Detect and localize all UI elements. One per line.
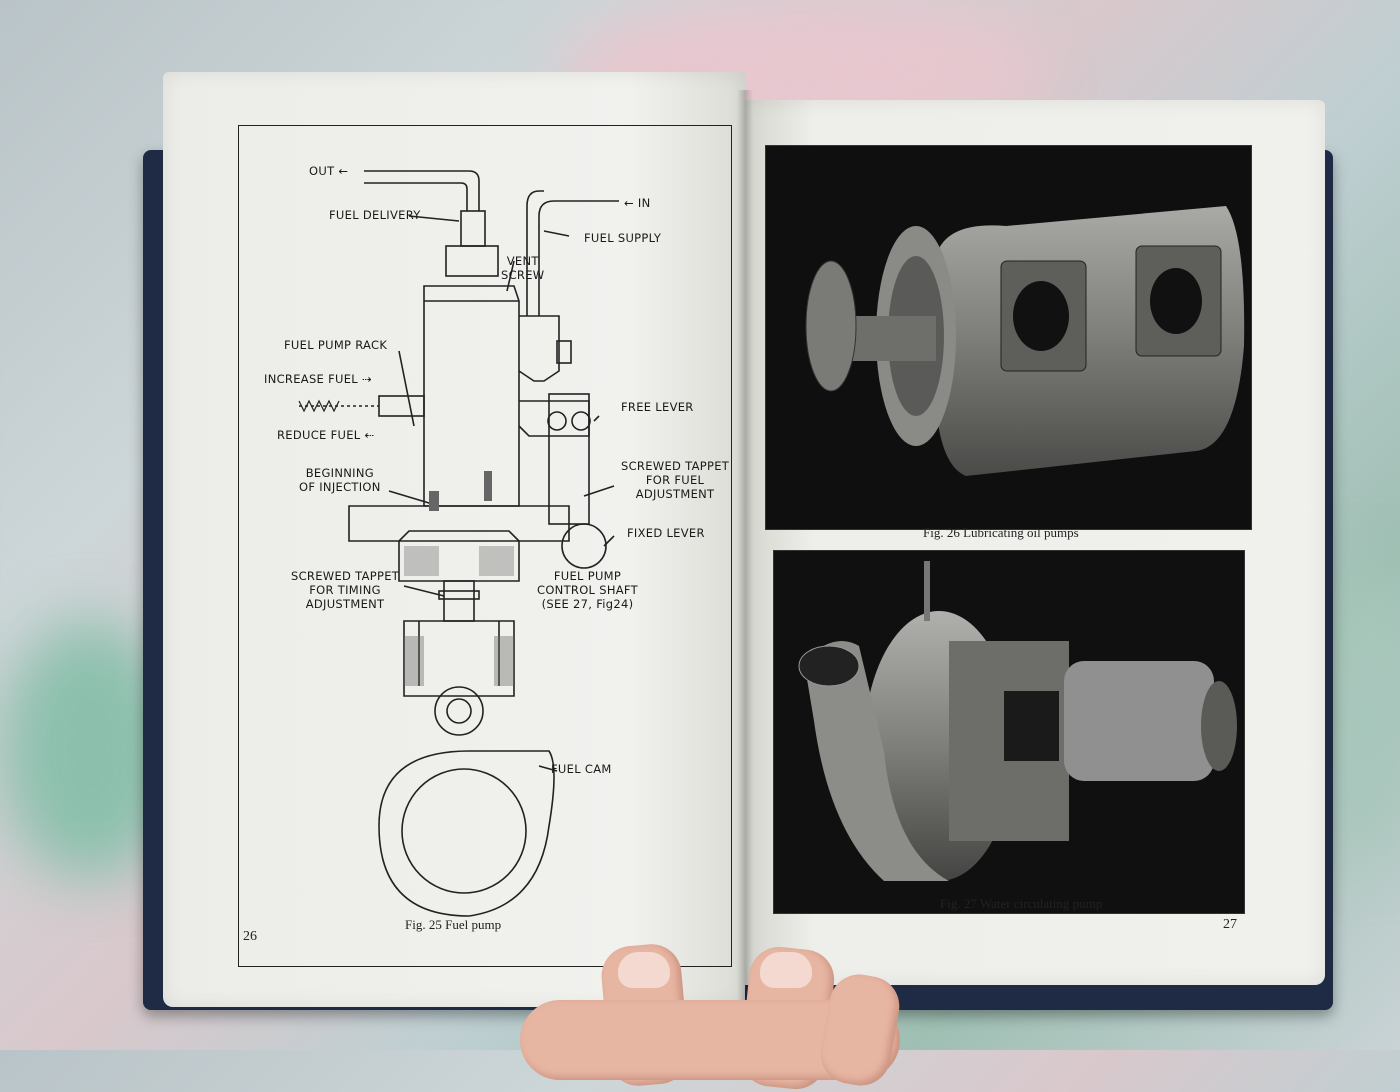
water-pump-illustration — [798, 561, 1237, 881]
oil-pumps-illustration — [805, 206, 1245, 476]
label-fixed-lever: FIXED LEVER — [627, 526, 705, 540]
label-fuel-delivery: FUEL DELIVERY — [329, 208, 421, 222]
book-gutter — [737, 90, 753, 1000]
fingernail — [618, 952, 670, 988]
left-page: OUT ← ← IN FUEL DELIVERY FUEL SUPPLY VEN… — [163, 72, 745, 1007]
label-vent-screw: VENT SCREW — [501, 254, 545, 282]
label-increase-fuel: INCREASE FUEL ⇢ — [264, 372, 372, 386]
fuel-pump-diagram — [298, 170, 619, 917]
label-out: OUT ← — [309, 164, 349, 178]
page-number: 27 — [1223, 917, 1237, 932]
label-fuel-pump-control-shaft: FUEL PUMP CONTROL SHAFT (SEE 27, Fig24) — [537, 569, 638, 611]
figure-27-caption: Fig. 27 Water circulating pump — [940, 896, 1103, 911]
right-page: Fig. 26 Lubricating oil pumps Fig. 27 Wa… — [745, 100, 1325, 985]
label-fuel-supply: FUEL SUPPLY — [584, 231, 662, 245]
label-beginning-of-injection: BEGINNING OF INJECTION — [299, 466, 381, 494]
lubricating-oil-pumps-photo — [765, 145, 1252, 530]
background-green-blob-right — [1320, 560, 1400, 860]
label-in: ← IN — [624, 196, 651, 210]
page-number: 26 — [243, 929, 257, 944]
label-screwed-tappet-fuel: SCREWED TAPPET FOR FUEL ADJUSTMENT — [621, 459, 730, 501]
fuel-pump-diagram-frame: OUT ← ← IN FUEL DELIVERY FUEL SUPPLY VEN… — [238, 125, 732, 967]
label-free-lever: FREE LEVER — [621, 400, 694, 414]
label-fuel-pump-rack: FUEL PUMP RACK — [284, 338, 388, 352]
water-circulating-pump-photo — [773, 550, 1245, 914]
label-screwed-tappet-timing: SCREWED TAPPET FOR TIMING ADJUSTMENT — [291, 569, 400, 611]
label-reduce-fuel: REDUCE FUEL ⇠ — [277, 428, 375, 442]
label-fuel-cam: FUEL CAM — [551, 762, 612, 776]
fingernail — [760, 952, 812, 988]
figure-26-caption: Fig. 26 Lubricating oil pumps — [923, 525, 1079, 540]
figure-caption: Fig. 25 Fuel pump — [405, 917, 502, 932]
